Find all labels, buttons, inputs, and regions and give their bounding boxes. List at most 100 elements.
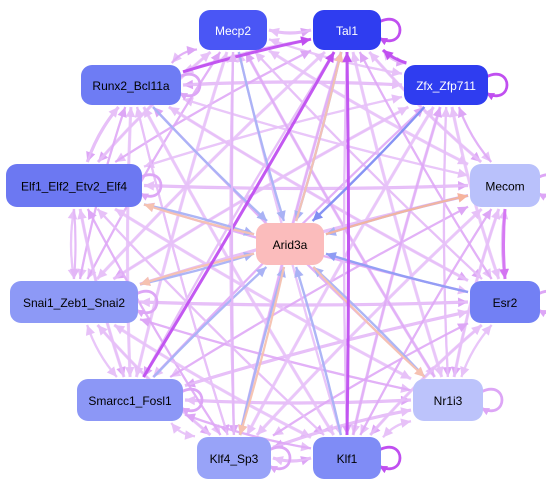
- mesh-edge-klf1-runx2-arrowhead: [143, 107, 153, 118]
- mesh-edge-nr1i3-snai1: [139, 318, 412, 392]
- edge-arid3a-tal1-arrowhead: [334, 52, 344, 63]
- self-loop-layer: [135, 18, 546, 474]
- mesh-edge-klf1-zfx: [352, 106, 442, 436]
- mesh-edge-nr1i3-smarcc1-arrowhead: [185, 395, 196, 406]
- mesh-edge-klf1-esr2-arrowhead: [471, 325, 482, 336]
- mesh-edge-elf1-tal1-arrowhead: [300, 50, 311, 60]
- mesh-edge-elf1-runx2-arrowhead: [108, 107, 119, 118]
- edge-esr2-arid3a-arrowhead: [326, 252, 337, 262]
- node-arid3a[interactable]: Arid3a: [256, 223, 324, 265]
- mesh-edge-mecom-mecp2-arrowhead: [269, 50, 280, 60]
- edge-runx2-tal1: [182, 37, 312, 74]
- edge-klf1-tal1-arrowhead: [342, 52, 352, 62]
- mesh-edge-smarcc1-runx2-arrowhead: [125, 107, 136, 118]
- node-klf4-box: [197, 437, 271, 479]
- mesh-edge-klf4-esr2-arrowhead: [457, 323, 468, 333]
- mesh-edge-klf1-runx2: [142, 106, 336, 436]
- node-esr2-label: Esr2: [493, 296, 518, 310]
- self-loop-runx2-arrowhead: [179, 93, 188, 101]
- mesh-edge-smarcc1-esr2: [184, 310, 469, 387]
- node-klf1[interactable]: Klf1: [313, 437, 381, 479]
- node-klf4[interactable]: Klf4_Sp3: [197, 437, 271, 479]
- mesh-edge-klf1-tal1: [342, 51, 349, 436]
- node-mecom[interactable]: Mecom: [470, 164, 540, 207]
- self-loop-zfx: [485, 73, 509, 97]
- mesh-edge-nr1i3-zfx: [442, 106, 449, 378]
- self-loop-klf4-arrowhead: [269, 466, 278, 474]
- edge-zfx-tal1-arrowhead: [383, 50, 394, 61]
- node-zfx[interactable]: Zfx_Zfp711: [404, 65, 488, 105]
- node-tal1[interactable]: Tal1: [313, 10, 381, 50]
- node-arid3a-label: Arid3a: [273, 238, 308, 252]
- mesh-edge-esr2-mecp2-arrowhead: [255, 52, 266, 63]
- mesh-edge-klf4-esr2: [272, 322, 469, 437]
- node-runx2-box: [81, 65, 181, 105]
- node-elf1[interactable]: Elf1_Elf2_Etv2_Elf4: [6, 164, 142, 207]
- node-esr2[interactable]: Esr2: [470, 281, 540, 323]
- edge-arid3a-snai1-arrowhead: [140, 276, 151, 286]
- edge-klf4-mecp2: [230, 51, 236, 436]
- edge-elf1-arid3a: [143, 203, 255, 236]
- mesh-edge-klf1-smarcc1-arrowhead: [185, 413, 196, 423]
- node-mecom-box: [470, 164, 540, 207]
- mesh-edge-klf4-elf1-arrowhead: [87, 209, 97, 220]
- node-mecp2[interactable]: Mecp2: [199, 10, 267, 50]
- edge-runx2-arid3a-arrowhead: [256, 210, 267, 221]
- edge-arid3a-klf4: [238, 266, 286, 436]
- edge-arid3a-tal1: [295, 51, 343, 222]
- self-loop-tal1-arrowhead: [379, 38, 388, 46]
- edge-nr1i3-arid3a: [312, 266, 426, 378]
- edge-klf4-mecp2-arrowhead: [228, 52, 238, 62]
- node-smarcc1[interactable]: Smarcc1_Fosl1: [77, 379, 183, 421]
- edge-elf1-snai1-arrowhead: [69, 268, 80, 279]
- mesh-edge-snai1-runx2-arrowhead: [117, 107, 127, 118]
- self-loop-tal1: [378, 18, 402, 42]
- mesh-edge-tal1-mecp2-arrowhead: [269, 27, 280, 38]
- mesh-edge-snai1-tal1-arrowhead: [314, 52, 325, 63]
- edge-arid3a-nr1i3: [312, 266, 426, 378]
- mesh-edge-elf1-mecp2-arrowhead: [199, 52, 211, 63]
- mesh-edge-klf1-klf4-arrowhead: [273, 456, 284, 466]
- node-klf1-label: Klf1: [337, 452, 358, 466]
- edge-arid3a-mecom-arrowhead: [457, 193, 468, 203]
- mesh-edge-klf4-snai1-arrowhead: [97, 325, 108, 336]
- node-runx2-label: Runx2_Bcl11a: [92, 79, 169, 93]
- self-loop-elf1: [139, 173, 163, 198]
- mesh-edge-nr1i3-smarcc1: [184, 398, 412, 405]
- mesh-edge-elf1-zfx: [143, 95, 403, 168]
- node-zfx-box: [404, 65, 488, 105]
- edge-elf1-snai1: [72, 208, 77, 280]
- edge-snai1-arid3a: [139, 252, 255, 286]
- edge-arid3a-elf1: [143, 203, 255, 236]
- node-runx2[interactable]: Runx2_Bcl11a: [81, 65, 181, 105]
- edge-klf1-tal1: [345, 51, 350, 436]
- edge-klf4-arid3a: [238, 266, 286, 436]
- edge-runx2-tal1-arrowhead: [300, 36, 311, 46]
- node-klf4-label: Klf4_Sp3: [210, 452, 259, 466]
- edge-mecp2-arid3a-arrowhead: [276, 210, 286, 221]
- mesh-edge-smarcc1-mecom: [169, 205, 469, 378]
- node-elf1-box: [6, 164, 142, 207]
- mesh-edge-smarcc1-tal1: [142, 51, 336, 378]
- mesh-edge-smarcc1-mecom-arrowhead: [457, 206, 468, 216]
- mesh-edge-nr1i3-zfx-arrowhead: [441, 107, 451, 118]
- self-loop-klf1-arrowhead: [379, 466, 388, 474]
- mesh-edge-nr1i3-elf1-arrowhead: [114, 209, 126, 219]
- self-loop-snai1: [135, 290, 159, 314]
- mesh-edge-klf4-mecom-arrowhead: [471, 209, 482, 220]
- mesh-edge-runx2-mecp2-arrowhead: [186, 45, 197, 56]
- node-esr2-box: [470, 281, 540, 323]
- edge-arid3a-snai1: [139, 252, 255, 286]
- mesh-edge-klf1-esr2: [369, 323, 483, 437]
- node-nr1i3-label: Nr1i3: [434, 394, 463, 408]
- node-nr1i3[interactable]: Nr1i3: [413, 379, 483, 421]
- edge-smarcc1-arid3a: [152, 266, 268, 378]
- node-zfx-label: Zfx_Zfp711: [416, 79, 476, 93]
- mesh-edge-nr1i3-tal1-arrowhead: [350, 52, 360, 63]
- node-elf1-label: Elf1_Elf2_Etv2_Elf4: [21, 180, 127, 194]
- mesh-edge-smarcc1-elf1-arrowhead: [77, 209, 87, 220]
- node-snai1[interactable]: Snai1_Zeb1_Snai2: [10, 281, 138, 323]
- mesh-edge-snai1-elf1: [69, 208, 76, 280]
